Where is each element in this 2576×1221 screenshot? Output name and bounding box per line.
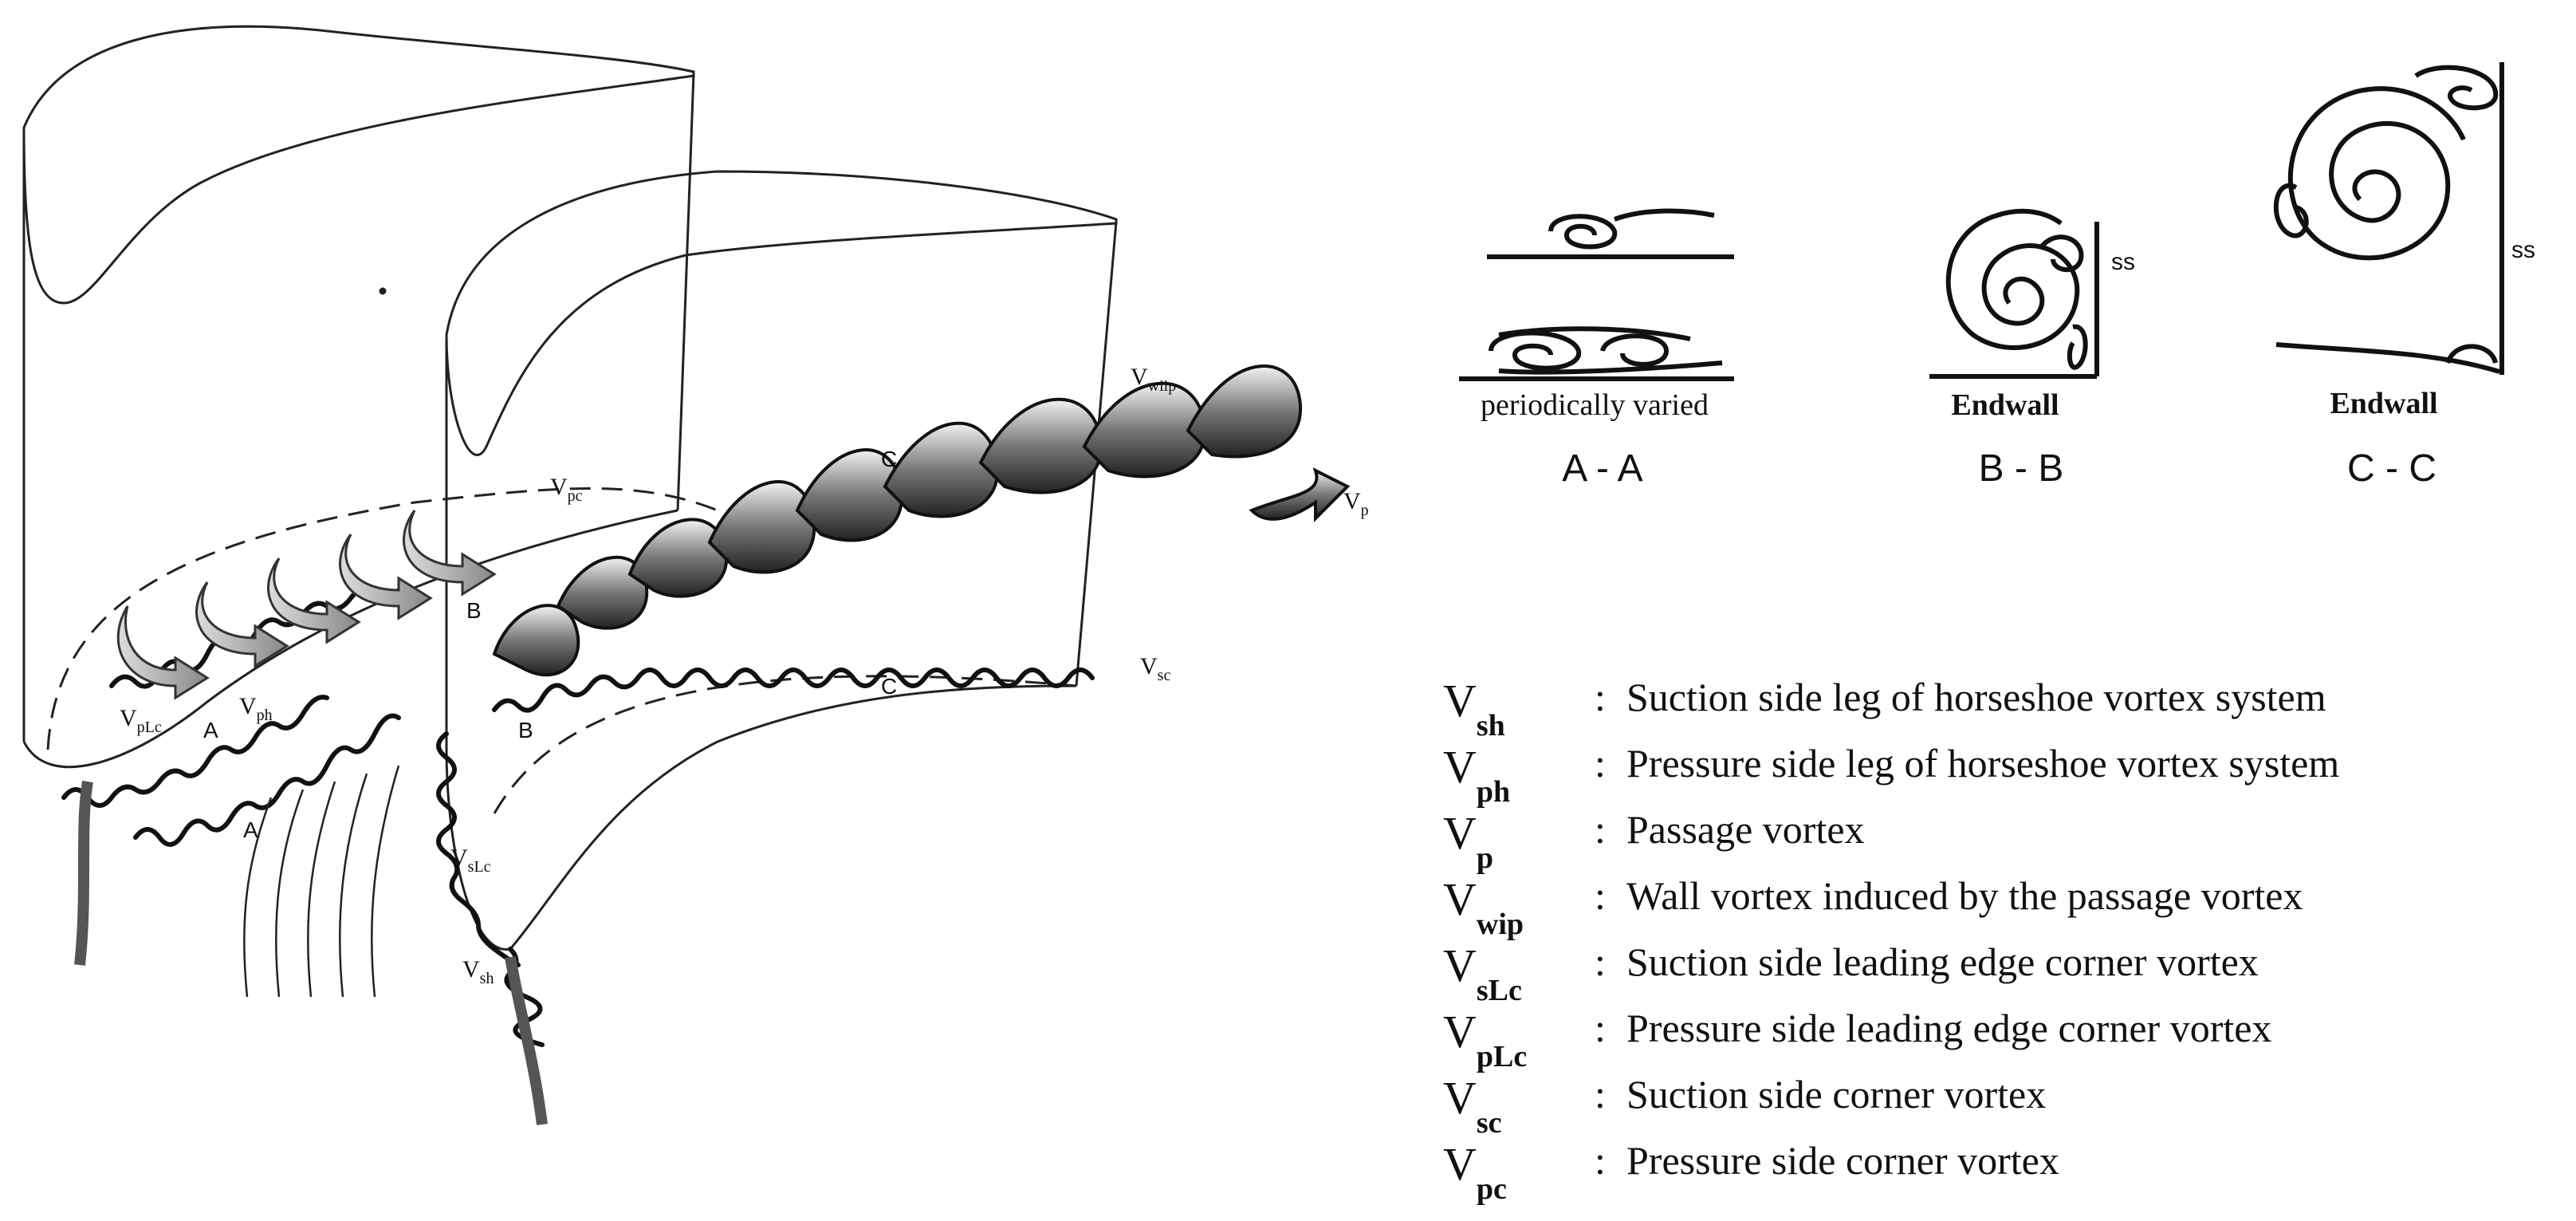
legend-row: Vwip : Wall vortex induced by the passag… <box>1443 872 2559 941</box>
legend-description: Pressure side corner vortex <box>1626 1138 2059 1183</box>
section-c-c <box>2274 62 2504 375</box>
passage-vortex-ribbon <box>492 364 1351 677</box>
vortex-line-slc <box>436 731 521 967</box>
legend-colon: : <box>1595 873 1606 918</box>
ribbon-twist-3 <box>627 518 729 598</box>
legend-symbol: Vpc <box>1443 1138 1507 1206</box>
legend-symbol: Vwip <box>1443 873 1524 941</box>
section-c-caption: Endwall <box>2330 387 2437 420</box>
blade-passage-figure <box>22 25 1118 951</box>
section-a-a <box>1459 208 1734 381</box>
legend-row: VpLc : Pressure side leading edge corner… <box>1443 1005 2559 1073</box>
section-mark-c1: C <box>881 447 897 471</box>
section-b-wall-label: ss <box>2111 249 2135 275</box>
legend-colon: : <box>1595 1072 1606 1117</box>
section-b-name: B - B <box>1979 447 2064 490</box>
legend-description: Pressure side leg of horseshoe vortex sy… <box>1626 741 2340 786</box>
legend-colon: : <box>1595 1138 1606 1183</box>
legend-row: VsLc : Suction side leading edge corner … <box>1443 939 2559 1007</box>
label-v-sc: Vsc <box>1140 653 1170 684</box>
legend-symbol: Vsh <box>1443 675 1505 742</box>
ribbon-arrow <box>1249 467 1351 522</box>
section-mark-b1: B <box>466 598 482 623</box>
flow-arrows <box>116 510 497 700</box>
legend-symbol: Vph <box>1443 741 1511 809</box>
label-v-sh: Vsh <box>462 956 494 987</box>
section-b-caption: Endwall <box>1951 388 2059 422</box>
ribbon-twist-6 <box>883 421 999 518</box>
blade-right-top-profile <box>445 170 1118 456</box>
label-v-pc: Vpc <box>550 474 583 505</box>
legend-row: Vpc : Pressure side corner vortex <box>1443 1137 2559 1206</box>
vortex-line-a <box>61 695 329 808</box>
legend-description: Suction side leg of horseshoe vortex sys… <box>1626 675 2326 719</box>
ribbon-twist-1 <box>492 604 580 677</box>
legend-description: Wall vortex induced by the passage vorte… <box>1626 873 2303 918</box>
label-v-plc: VpLc <box>120 705 162 736</box>
blade-right-base <box>445 684 1077 951</box>
label-v-ph: Vph <box>239 693 273 724</box>
legend-colon: : <box>1595 741 1606 786</box>
inlet-streamlines <box>74 765 548 1125</box>
ribbon-twist-9 <box>1186 364 1303 459</box>
section-a-caption: periodically varied <box>1481 388 1709 422</box>
legend-row: Vph : Pressure side leg of horseshoe vor… <box>1443 740 2559 809</box>
section-mark-a2: A <box>243 817 258 842</box>
ribbon-twist-4 <box>707 480 816 574</box>
legend-description: Suction side leading edge corner vortex <box>1626 939 2259 984</box>
legend-colon: : <box>1595 675 1606 719</box>
pressure-corner-dashed-line <box>46 487 718 750</box>
legend-row: Vp : Passage vortex <box>1443 806 2559 875</box>
blade-left-top-profile <box>22 25 695 305</box>
section-b-b <box>1929 208 2099 379</box>
legend-description: Passage vortex <box>1626 807 1865 852</box>
horseshoe-vortex-lines <box>61 586 1095 1047</box>
legend-colon: : <box>1595 807 1606 852</box>
legend-symbol: Vp <box>1443 807 1494 875</box>
suction-corner-dashed-line <box>493 675 1077 814</box>
label-v-p: Vp <box>1343 488 1369 519</box>
section-c-name: C - C <box>2347 447 2436 490</box>
blade-left-base <box>22 509 678 769</box>
legend-description: Pressure side leading edge corner vortex <box>1626 1006 2272 1050</box>
section-c-wall-label: ss <box>2511 237 2535 263</box>
label-v-slc: VsLc <box>450 845 491 876</box>
vortex-line-sc <box>492 668 1095 713</box>
blade-left-trailing-edge <box>676 73 695 511</box>
legend-colon: : <box>1595 1006 1606 1050</box>
legend-row: Vsh : Suction side leg of horseshoe vort… <box>1443 674 2559 742</box>
section-mark-c2: C <box>881 674 897 699</box>
vortex-line-b <box>133 713 401 847</box>
legend-symbol: VpLc <box>1443 1006 1528 1073</box>
label-v-wiip: Vwiip <box>1131 364 1176 395</box>
legend-row: Vsc : Suction side corner vortex <box>1443 1071 2559 1140</box>
legend-symbol: VsLc <box>1443 939 1522 1007</box>
section-mark-b2: B <box>518 718 533 742</box>
blade-labels: Vpc Vwiip Vp Vsc Vph VpLc VsLc Vsh A A B… <box>120 364 1369 987</box>
section-mark-a1: A <box>203 718 218 742</box>
vortex-legend: Vsh : Suction side leg of horseshoe vort… <box>1443 674 2559 1206</box>
legend-symbol: Vsc <box>1443 1072 1502 1140</box>
legend-description: Suction side corner vortex <box>1626 1072 2047 1117</box>
section-a-name: A - A <box>1562 447 1642 490</box>
legend-colon: : <box>1595 939 1606 984</box>
